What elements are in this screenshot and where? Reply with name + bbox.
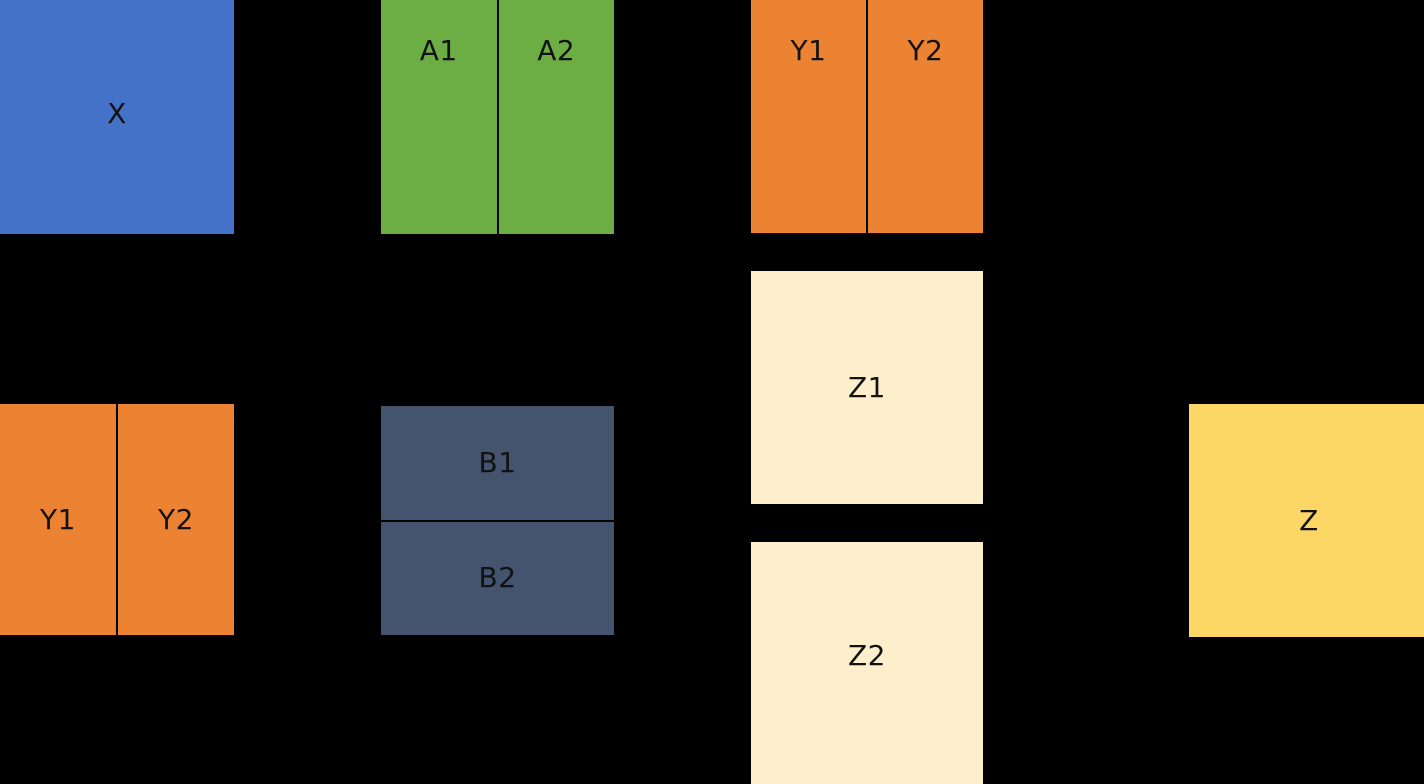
block-y-bottom-divider — [116, 404, 118, 635]
block-label: Y1 — [40, 502, 76, 536]
block-label: B1 — [478, 445, 517, 479]
block-z[interactable]: Z — [1189, 404, 1424, 637]
block-label: Z2 — [848, 638, 886, 672]
block-y-bottom-cell-y1[interactable]: Y1 — [0, 404, 116, 635]
block-x[interactable]: X — [0, 0, 234, 234]
block-z1-cell-z1[interactable]: Z1 — [751, 271, 983, 504]
block-label: Y1 — [790, 33, 827, 67]
block-label: A2 — [537, 34, 576, 68]
block-a-cell-a1[interactable]: A1 — [381, 0, 497, 234]
block-z2[interactable]: Z2 — [751, 542, 983, 784]
block-a-cell-a2[interactable]: A2 — [499, 0, 615, 234]
block-z2-cell-z2[interactable]: Z2 — [751, 542, 983, 784]
block-y-top-cell-y2[interactable]: Y2 — [868, 0, 983, 233]
block-b-cell-b1[interactable]: B1 — [381, 406, 614, 520]
block-label: Y2 — [158, 502, 194, 536]
block-y-bottom-cell-y2[interactable]: Y2 — [118, 404, 234, 635]
block-a-divider — [496, 0, 499, 234]
block-y-bottom[interactable]: Y1 Y2 — [0, 404, 234, 635]
block-y-top[interactable]: Y1 Y2 — [751, 0, 983, 233]
block-label: Y2 — [907, 33, 944, 67]
block-label: Z — [1299, 503, 1319, 537]
block-label: Z1 — [848, 370, 886, 404]
block-label: B2 — [478, 561, 517, 595]
block-label: X — [107, 97, 127, 131]
block-z1[interactable]: Z1 — [751, 271, 983, 504]
block-y-top-cell-y1[interactable]: Y1 — [751, 0, 866, 233]
block-z-cell-z[interactable]: Z — [1189, 404, 1424, 637]
block-x-cell-x[interactable]: X — [0, 0, 234, 234]
block-a[interactable]: A1 A2 — [381, 0, 614, 234]
block-b-divider — [381, 519, 614, 522]
block-label: A1 — [419, 34, 458, 68]
block-y-top-divider — [866, 0, 868, 233]
block-b-cell-b2[interactable]: B2 — [381, 522, 614, 636]
